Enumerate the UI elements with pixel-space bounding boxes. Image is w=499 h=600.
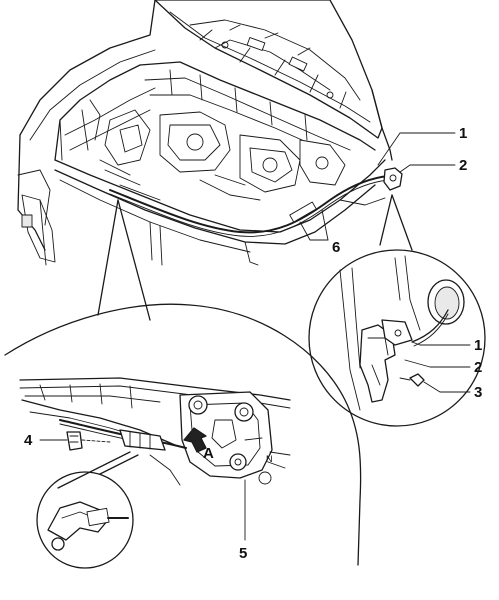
latch-section <box>4 303 362 569</box>
callout-5: 5 <box>239 545 247 562</box>
callout-2-top: 2 <box>459 157 467 174</box>
callout-6: 6 <box>332 239 340 256</box>
top-leader-lines <box>299 132 456 241</box>
callout-1-top: 1 <box>459 125 467 142</box>
section-pointer <box>97 199 151 321</box>
small-mark: N <box>266 454 273 464</box>
engine-bay-drawing <box>17 0 393 266</box>
inset-pointer <box>379 194 413 251</box>
handle-inset <box>308 249 486 427</box>
callout-4: 4 <box>24 432 33 449</box>
callout-2-inset: 2 <box>474 359 482 376</box>
release-cable <box>109 167 403 237</box>
callout-a-arrow: A <box>203 445 214 462</box>
callout-1-inset: 1 <box>474 337 482 354</box>
callout-3-inset: 3 <box>474 384 482 401</box>
